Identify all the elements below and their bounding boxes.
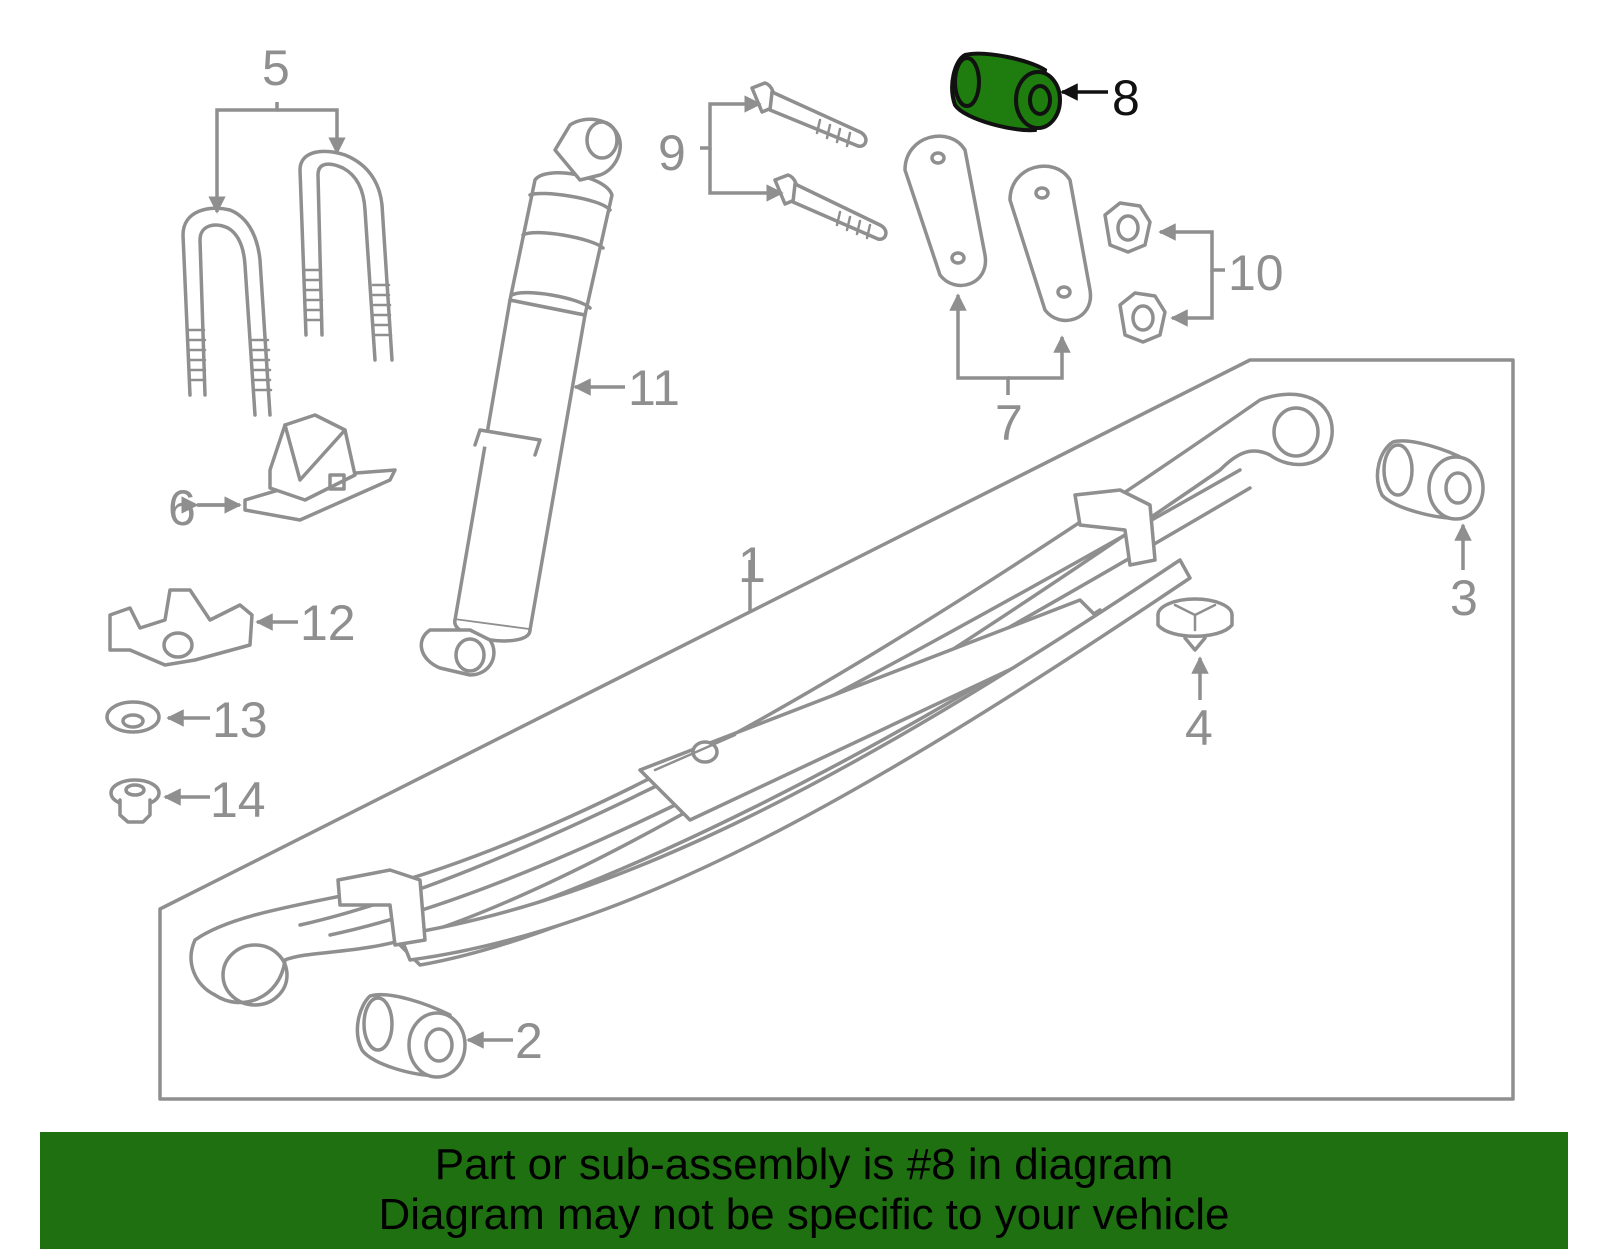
- callout-12: 12: [300, 595, 356, 651]
- parts-diagram: 5 6 1 3 4 9 10 7 11 12 13 14 2 8: [105, 40, 1515, 1101]
- spring-insulator-pad[interactable]: [1156, 597, 1234, 652]
- bushing-rear[interactable]: [1375, 439, 1485, 521]
- callout-labels: 5 6 1 3 4 9 10 7 11 12 13 14 2 8: [168, 40, 1478, 1069]
- bump-stop-bracket[interactable]: [243, 413, 397, 522]
- callout-11: 11: [628, 360, 680, 416]
- callout-5: 5: [262, 40, 290, 96]
- callout-14: 14: [210, 772, 266, 828]
- shackle-nuts[interactable]: [1103, 201, 1167, 344]
- flange-nut[interactable]: [109, 778, 161, 824]
- callout-9: 9: [658, 125, 686, 181]
- leaf-spring[interactable]: [189, 392, 1334, 1007]
- banner-line-part-number: Part or sub-assembly is #8 in diagram: [434, 1140, 1174, 1189]
- spring-bracket[interactable]: [108, 588, 254, 667]
- callout-6: 6: [168, 480, 196, 536]
- callout-1: 1: [738, 537, 766, 593]
- u-bolts[interactable]: [181, 149, 394, 417]
- bushing-front[interactable]: [355, 992, 467, 1079]
- callout-8-highlighted: 8: [1112, 70, 1140, 126]
- shackle-plates[interactable]: [903, 134, 1093, 322]
- callout-13: 13: [212, 692, 268, 748]
- callout-3: 3: [1450, 570, 1478, 626]
- callout-4: 4: [1185, 700, 1213, 756]
- leader-lines: [163, 83, 1472, 1049]
- callout-2: 2: [515, 1013, 543, 1069]
- banner-line-disclaimer: Diagram may not be specific to your vehi…: [378, 1190, 1230, 1239]
- shock-absorber[interactable]: [419, 117, 622, 677]
- info-banner: Part or sub-assembly is #8 in diagram Di…: [40, 1132, 1568, 1249]
- highlighted-bushing[interactable]: [950, 51, 1062, 133]
- callout-10: 10: [1228, 245, 1284, 301]
- washer[interactable]: [105, 700, 161, 734]
- shackle-bolts[interactable]: [750, 81, 888, 241]
- leaf-spring-assembly-panel: [158, 358, 1515, 1101]
- callout-7: 7: [995, 395, 1023, 451]
